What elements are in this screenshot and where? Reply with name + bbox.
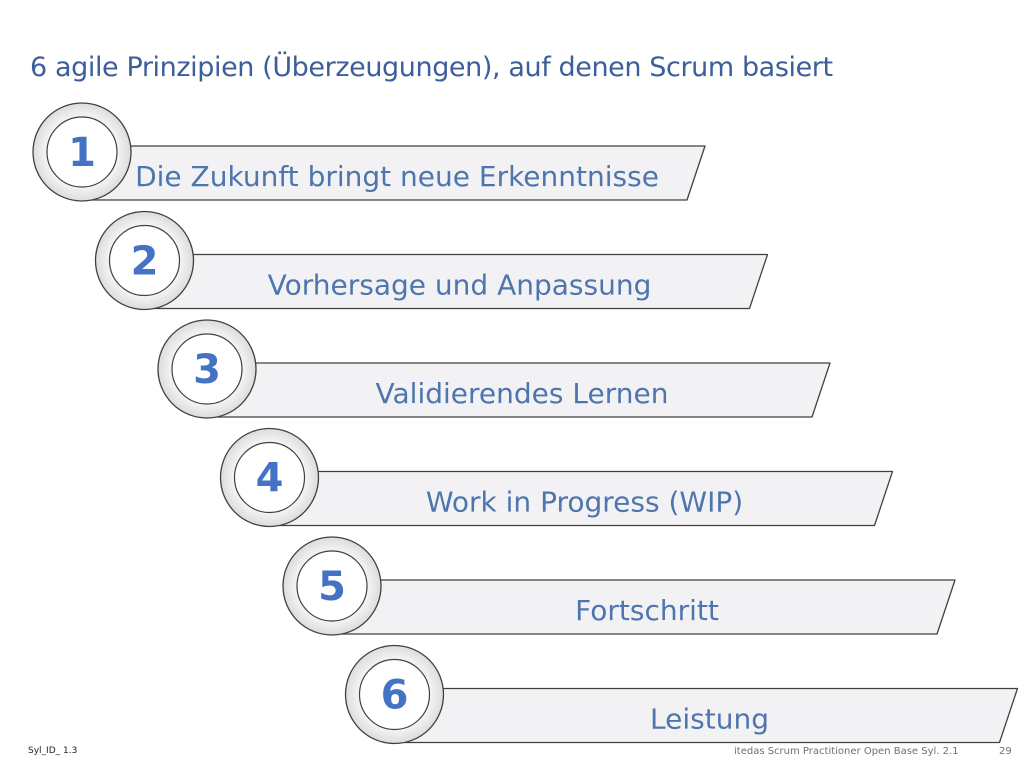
principle-number-3: 3 bbox=[193, 347, 221, 393]
principle-number-4: 4 bbox=[256, 456, 284, 502]
principle-label-3: Validierendes Lernen bbox=[376, 377, 669, 410]
principle-label-2: Vorhersage und Anpassung bbox=[268, 269, 652, 302]
inner-circle-2 bbox=[108, 224, 181, 297]
inner-circle-4 bbox=[233, 441, 306, 514]
principle-label-1: Die Zukunft bringt neue Erkenntnisse bbox=[135, 160, 659, 193]
page-number: 29 bbox=[999, 746, 1012, 757]
principle-number-2: 2 bbox=[131, 239, 159, 285]
principle-label-5: Fortschritt bbox=[575, 594, 719, 627]
principle-number-1: 1 bbox=[68, 130, 96, 176]
course-footer: itedas Scrum Practitioner Open Base Syl.… bbox=[734, 746, 959, 757]
principle-label-4: Work in Progress (WIP) bbox=[426, 486, 743, 519]
inner-circle-3 bbox=[171, 333, 243, 405]
inner-circle-5 bbox=[296, 550, 368, 622]
inner-circle-1 bbox=[46, 116, 118, 188]
slide-title: 6 agile Prinzipien (Überzeugungen), auf … bbox=[30, 52, 833, 83]
principle-number-6: 6 bbox=[381, 673, 409, 719]
principle-number-5: 5 bbox=[318, 564, 346, 610]
inner-circle-6 bbox=[358, 658, 431, 731]
slide-id: Syl_ID_ 1.3 bbox=[28, 746, 78, 756]
principle-label-6: Leistung bbox=[650, 703, 769, 736]
